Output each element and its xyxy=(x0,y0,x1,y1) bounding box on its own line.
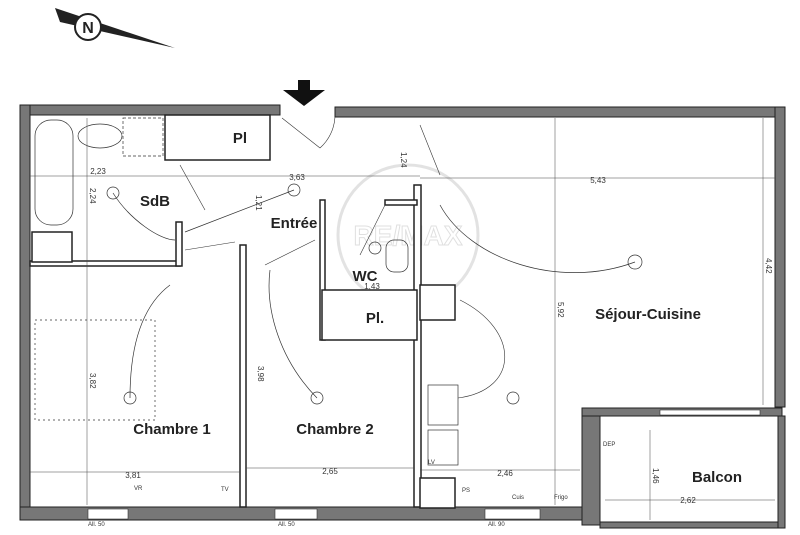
washing-machine-space xyxy=(122,117,164,157)
dim-sejour-width: 5,43 xyxy=(590,176,606,185)
annotation-dep: DEP xyxy=(603,442,615,448)
dim-balcon-depth: 1,46 xyxy=(651,468,660,484)
north-compass-icon: N xyxy=(55,8,175,48)
dim-balcon-width: 2,62 xyxy=(680,496,696,505)
dim-wc-depth: 1,24 xyxy=(399,152,408,168)
dim-sdb-depth: 2,24 xyxy=(88,188,97,204)
sink xyxy=(427,429,459,466)
annotation-allege-4: All. 90 xyxy=(488,522,505,528)
room-label-chambre1: Chambre 1 xyxy=(133,421,211,438)
room-label-balcon: Balcon xyxy=(692,469,742,486)
annotation-allege-1: All. 50 xyxy=(88,522,105,528)
annotation-cuis: Cuis xyxy=(512,495,524,501)
room-label-placard-1: Pl xyxy=(233,130,247,147)
annotation-vr: VR xyxy=(134,486,143,492)
doors xyxy=(179,116,506,399)
annotation-lv: LV xyxy=(428,460,435,466)
cooktop xyxy=(427,384,459,426)
light-points xyxy=(106,183,643,405)
annotation-tv: TV xyxy=(221,487,229,493)
windows xyxy=(87,409,761,520)
room-label-sdb: SdB xyxy=(140,193,170,210)
bathtub-icon xyxy=(34,119,74,226)
bed-outline xyxy=(34,319,156,421)
compass-label: N xyxy=(82,20,94,37)
entrance-arrow-icon xyxy=(283,80,325,106)
annotation-frigo: Frigo xyxy=(554,495,568,501)
dim-chambre1-width: 3,81 xyxy=(125,471,141,480)
dim-chambre2-width: 2,65 xyxy=(322,467,338,476)
dim-chambre2-depth: 3,98 xyxy=(256,366,265,382)
room-label-wc: WC xyxy=(353,268,378,285)
dim-sdb-width: 2,23 xyxy=(90,167,106,176)
room-label-entree: Entrée xyxy=(271,215,318,232)
annotation-allege-2: All. 50 xyxy=(278,522,295,528)
dim-wc-width: 1,43 xyxy=(364,282,380,291)
dim-sejour-right: 4,42 xyxy=(764,258,773,274)
interior-walls xyxy=(29,114,456,509)
toilet-icon xyxy=(385,239,409,273)
dim-entree-width: 1,21 xyxy=(254,195,263,211)
dimension-lines xyxy=(30,118,775,520)
room-label-placard-2: Pl. xyxy=(366,310,384,327)
dim-sejour-depth: 5,92 xyxy=(556,302,565,318)
fixtures xyxy=(34,117,459,466)
washbasin-icon xyxy=(77,123,123,149)
dim-chambre1-depth: 3,82 xyxy=(88,373,97,389)
dim-entree-length: 3,63 xyxy=(289,173,305,182)
room-label-chambre2: Chambre 2 xyxy=(296,421,374,438)
room-label-sejour: Séjour-Cuisine xyxy=(595,306,701,323)
dim-kitchen-width: 2,46 xyxy=(497,469,513,478)
annotation-ps: PS xyxy=(462,488,470,494)
